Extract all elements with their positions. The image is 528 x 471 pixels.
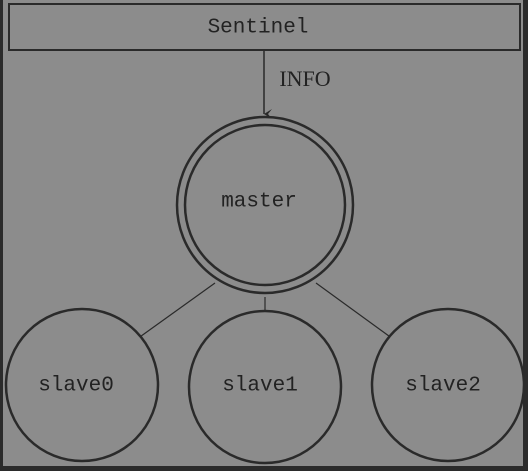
edge-master-slave0	[136, 282, 216, 340]
slave1-circle	[187, 309, 343, 465]
sentinel-node: Sentinel	[8, 3, 521, 51]
info-edge: INFO	[263, 50, 331, 119]
slave0-label: slave0	[38, 375, 114, 398]
master-inner-circle	[183, 123, 347, 287]
slave1-label: slave1	[222, 375, 298, 398]
slave2-circle	[370, 307, 526, 463]
sentinel-label: Sentinel	[208, 17, 309, 40]
slave2-node: slave2	[370, 307, 526, 463]
master-label: master	[221, 191, 297, 214]
sentinel-box	[8, 3, 521, 51]
slave2-label: slave2	[405, 375, 481, 398]
master-node: master	[175, 115, 355, 295]
slave0-node: slave0	[4, 307, 160, 463]
slave1-node: slave1	[187, 309, 343, 465]
edge-master-slave2	[315, 282, 394, 340]
slave0-circle	[4, 307, 160, 463]
info-label: INFO	[279, 66, 330, 91]
